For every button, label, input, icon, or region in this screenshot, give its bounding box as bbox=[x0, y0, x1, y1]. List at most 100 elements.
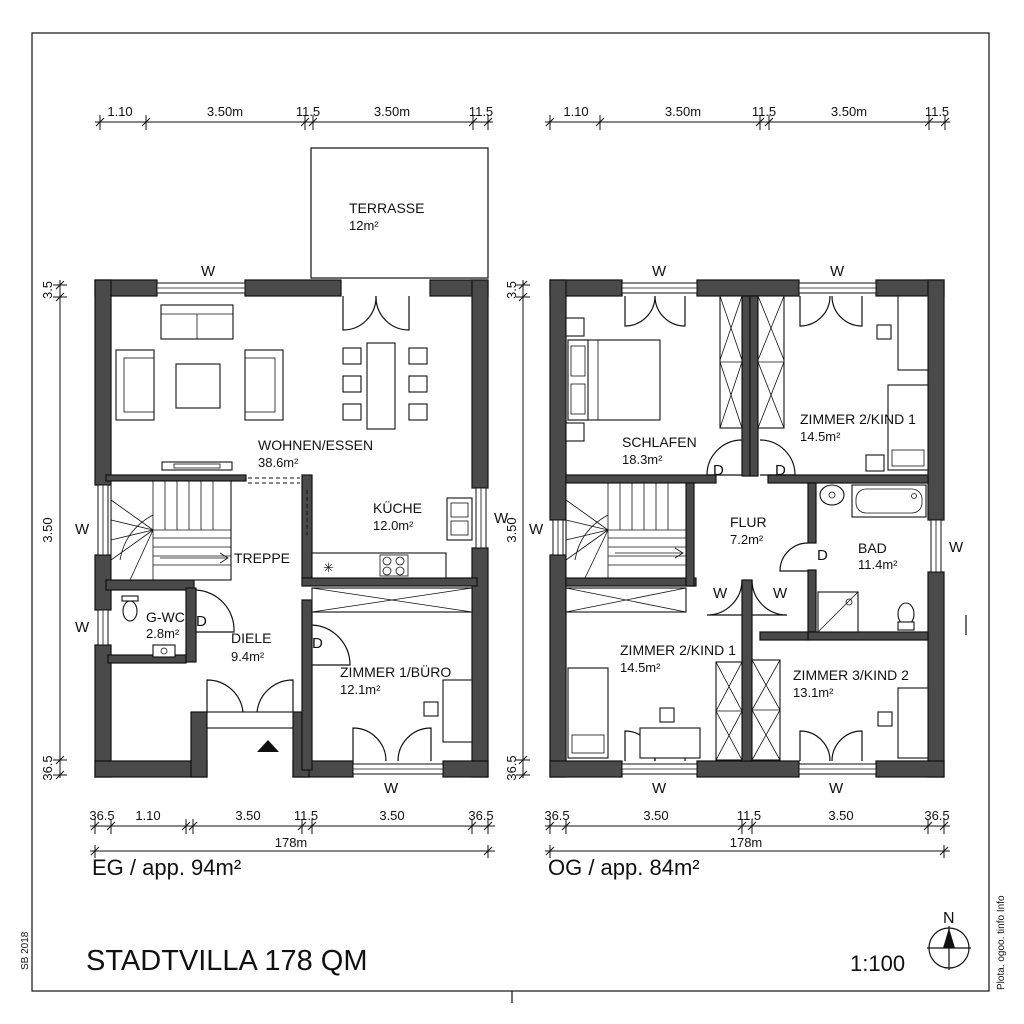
og-total-dim: 178m bbox=[730, 835, 763, 850]
room-area-gwc: 2.8m² bbox=[146, 626, 180, 641]
eg-living-furniture bbox=[115, 304, 428, 471]
sheet-frame bbox=[31, 32, 990, 992]
window-mark: W bbox=[75, 521, 90, 538]
og-bottom-dim-3: 11.5 bbox=[737, 808, 761, 823]
window-mark: W bbox=[949, 539, 964, 556]
desk-icon bbox=[897, 687, 929, 759]
chair-icon bbox=[423, 701, 439, 717]
coffee-table-icon bbox=[175, 363, 221, 409]
room-area-zimmer2-bottom: 14.5m² bbox=[620, 660, 661, 675]
window-mark: W bbox=[384, 780, 399, 797]
og-bottom-dimension: 36.5 3.50 11.5 3.50 36.5 178m bbox=[544, 808, 950, 858]
chair-icon bbox=[659, 707, 675, 723]
room-area-terrasse: 12m² bbox=[349, 218, 379, 233]
room-area-kueche: 12.0m² bbox=[373, 518, 414, 533]
room-area-zimmer1: 12.1m² bbox=[340, 682, 381, 697]
door-mark: D bbox=[775, 462, 786, 479]
room-name-zimmer1: ZIMMER 1/BÜRO bbox=[340, 663, 451, 680]
room-name-bad: BAD bbox=[858, 540, 887, 556]
door-mark: D bbox=[196, 613, 207, 630]
dining-table-icon bbox=[366, 342, 396, 430]
og-plan: 1.10 3.50m 11.5 3.50m 11.5 3.5 3.50 36.5 bbox=[504, 104, 964, 880]
side-note-left: SB 2018 bbox=[20, 931, 31, 970]
og-top-dim-3: 11.5 bbox=[752, 104, 776, 119]
og-top-dim-5: 11.5 bbox=[925, 104, 949, 119]
eg-top-dim-5: 11.5 bbox=[469, 104, 493, 119]
room-name-zimmer3: ZIMMER 3/KIND 2 bbox=[793, 667, 909, 683]
door-mark: D bbox=[817, 547, 828, 564]
room-name-terrasse: TERRASSE bbox=[349, 200, 424, 216]
eg-left-dim-1: 3.5 bbox=[40, 281, 55, 299]
og-windows bbox=[552, 282, 942, 775]
eg-bottom-dim-1: 36.5 bbox=[89, 808, 114, 823]
washbasin-icon bbox=[152, 644, 176, 658]
eg-bottom-dim-3: 3.50 bbox=[235, 808, 260, 823]
armchair-icon bbox=[115, 349, 155, 421]
north-arrow-icon: N bbox=[927, 910, 971, 970]
window-mark: W bbox=[713, 585, 728, 602]
north-label: N bbox=[943, 910, 955, 927]
og-bottom-dim-4: 3.50 bbox=[828, 808, 853, 823]
eg-bottom-dimension: 36.5 1.10 3.50 11.5 3.50 36.5 178m bbox=[89, 808, 495, 858]
bathtub-icon bbox=[851, 484, 927, 518]
window-mark: W bbox=[830, 263, 845, 280]
og-left-dim-2: 3.50 bbox=[504, 517, 519, 542]
toilet-icon bbox=[122, 600, 138, 622]
eg-floor-label: EG / app. 94m² bbox=[92, 855, 241, 880]
desk-icon bbox=[442, 679, 473, 743]
desk-icon bbox=[639, 727, 701, 759]
og-room3-furniture bbox=[751, 659, 929, 761]
eg-bottom-dim-2: 1.10 bbox=[135, 808, 160, 823]
eg-plan: 1.10 3.50m 11.5 3.50m 11.5 3.5 3.50 36.5 bbox=[40, 104, 509, 880]
eg-windows bbox=[97, 282, 487, 775]
room-name-zimmer2-top: ZIMMER 2/KIND 1 bbox=[800, 411, 916, 427]
scale-label: 1:100 bbox=[850, 951, 905, 976]
og-walls bbox=[549, 279, 945, 778]
room-name-schlafen: SCHLAFEN bbox=[622, 434, 697, 450]
side-note-right: Plota. ogoo. tinfo Info bbox=[996, 895, 1007, 990]
og-top-dim-2: 3.50m bbox=[665, 104, 701, 119]
room-area-zimmer2-top: 14.5m² bbox=[800, 429, 841, 444]
og-bedroom-furniture bbox=[565, 295, 743, 442]
eg-top-dim-4: 3.50m bbox=[374, 104, 410, 119]
og-bottom-dim-1: 36.5 bbox=[544, 808, 569, 823]
eg-total-dim: 178m bbox=[275, 835, 308, 850]
room-area-wohnen: 38.6m² bbox=[258, 455, 299, 470]
eg-left-dim-2: 3.50 bbox=[40, 517, 55, 542]
window-mark: W bbox=[494, 510, 509, 527]
og-room2b-furniture bbox=[565, 587, 743, 761]
kitchen-counter-icon bbox=[311, 552, 447, 579]
og-bottom-dim-2: 3.50 bbox=[643, 808, 668, 823]
eg-bottom-dim-5: 3.50 bbox=[379, 808, 404, 823]
room-area-diele: 9.4m² bbox=[231, 649, 265, 664]
room-name-wohnen: WOHNEN/ESSEN bbox=[258, 437, 373, 453]
eg-left-dimension: 3.5 3.50 36.5 bbox=[40, 280, 67, 781]
room-name-diele: DIELE bbox=[231, 630, 271, 646]
eg-office-furniture bbox=[311, 587, 473, 743]
og-left-dim-3: 36.5 bbox=[504, 755, 519, 780]
room-name-kueche: KÜCHE bbox=[373, 499, 422, 516]
og-left-dim-1: 3.5 bbox=[504, 281, 519, 299]
sideboard-icon bbox=[161, 461, 233, 471]
eg-bottom-dim-6: 36.5 bbox=[468, 808, 493, 823]
entrance-arrow-icon bbox=[257, 740, 279, 752]
room-area-schlafen: 18.3m² bbox=[622, 452, 663, 467]
og-bath-fixtures bbox=[817, 484, 927, 633]
room-name-treppe: TREPPE bbox=[234, 550, 290, 566]
eg-top-dim-2: 3.50m bbox=[207, 104, 243, 119]
door-mark: D bbox=[713, 462, 724, 479]
room-area-flur: 7.2m² bbox=[730, 532, 764, 547]
room-area-bad: 11.4m² bbox=[858, 557, 898, 572]
window-mark: W bbox=[829, 780, 844, 797]
room-name-zimmer2-bottom: ZIMMER 2/KIND 1 bbox=[620, 642, 736, 658]
nightstand-icon bbox=[565, 422, 585, 442]
eg-left-dim-3: 36.5 bbox=[40, 755, 55, 780]
window-mark: W bbox=[201, 263, 216, 280]
door-mark: D bbox=[312, 635, 323, 652]
window-mark: W bbox=[75, 619, 90, 636]
fan-icon: ✳ bbox=[323, 560, 334, 575]
room-name-flur: FLUR bbox=[730, 514, 767, 530]
room-area-zimmer3: 13.1m² bbox=[793, 685, 834, 700]
desk-icon bbox=[897, 295, 929, 371]
